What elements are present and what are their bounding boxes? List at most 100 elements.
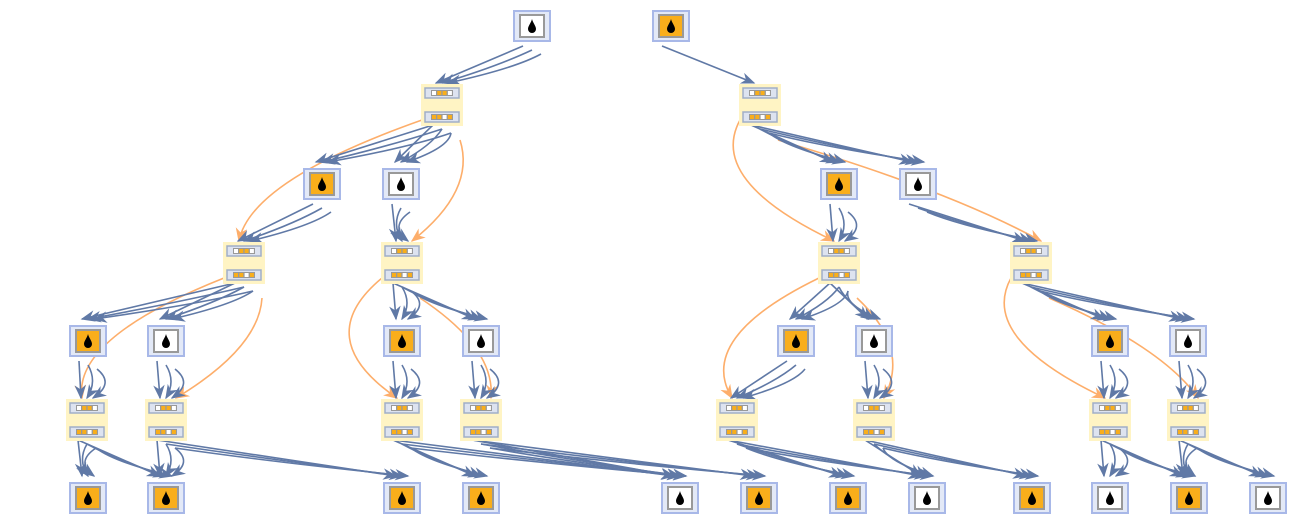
blue-edge [745,447,935,481]
orange-cell-node [383,325,421,357]
orange-cell-node [303,168,341,200]
blue-edge [1192,368,1208,399]
blue-edge [242,207,323,243]
state-node [716,399,758,441]
blue-edge [1097,439,1109,478]
blue-edge [153,360,165,400]
orange-cell-node [777,325,815,357]
orange-cell-node [462,482,500,514]
white-cell-node [908,482,946,514]
blue-edge [1181,447,1198,477]
state-node [381,242,423,284]
blue-edge [394,211,411,242]
drop-icon [1106,334,1114,348]
drop-icon [84,334,92,348]
blue-edge [165,443,178,478]
drop-icon [477,491,485,505]
orange-cell-node [652,10,690,42]
drop-icon [318,177,326,191]
drop-icon [398,491,406,505]
blue-edge [1097,360,1109,400]
blue-edge [826,203,838,243]
drop-icon [528,19,536,33]
blue-edge [745,447,856,480]
orange-edge [235,119,423,243]
blue-edge [326,132,452,166]
orange-edge [74,277,225,400]
blue-edge [401,286,414,321]
blue-edge [1187,364,1200,400]
blue-edge [882,447,935,478]
drop-icon [162,491,170,505]
blue-edge [170,447,187,477]
drop-icon [398,334,406,348]
blue-edge [440,49,533,85]
drop-icon [162,334,170,348]
blue-edge [926,211,1039,245]
blue-edge [393,124,434,164]
orange-edge [732,119,836,242]
blue-edge [170,368,186,399]
blue-edge [86,286,245,323]
orange-cell-node [1170,482,1208,514]
blue-edge [489,447,688,481]
blue-edge [468,360,480,400]
white-cell-node [147,325,185,357]
blue-edge [873,364,886,400]
blue-edge [882,447,1040,480]
blue-edge [410,290,489,322]
drop-icon [1184,334,1192,348]
blue-edge [1100,439,1185,477]
blue-edge [1109,364,1122,400]
blue-edge [434,45,524,84]
drop-icon [676,491,684,505]
blue-edge [401,364,414,400]
nodes [66,10,1287,514]
white-cell-node [382,168,420,200]
drop-icon [835,177,843,191]
drop-icon [1185,491,1193,505]
state-node [223,242,265,284]
blue-edge [1175,439,1188,478]
blue-edge [405,132,452,164]
blue-edge [91,368,107,399]
blue-edge [1196,447,1276,479]
edges [74,45,1276,481]
blue-edge [1109,443,1122,478]
orange-cell-node [383,482,421,514]
blue-edge [846,290,882,320]
blue-edge [236,203,314,242]
blue-edge [480,364,493,400]
blue-edge [861,360,873,400]
blue-edge [389,282,401,321]
blue-edge [388,203,401,243]
blue-edge [406,368,422,399]
blue-edge [248,211,332,244]
state-node [381,399,423,441]
blue-edge [788,282,831,320]
drop-icon [477,334,485,348]
white-cell-node [661,482,699,514]
drop-icon [870,334,878,348]
orange-cell-node [69,482,107,514]
orange-cell-node [820,168,858,200]
blue-edge [153,439,165,478]
state-node [853,399,895,441]
blue-edge [165,364,178,400]
blue-edge [838,207,851,243]
blue-edge [1021,282,1106,320]
blue-edge [1175,360,1187,400]
blue-edge [1114,368,1130,399]
state-node [1167,399,1209,441]
white-cell-node [1169,325,1207,357]
blue-edge [741,368,806,400]
blue-edge [92,290,254,323]
state-node [1010,242,1052,284]
orange-cell-node [69,325,107,357]
blue-edge [768,132,847,165]
blue-edge [80,282,236,322]
drop-icon [1028,491,1036,505]
state-node [739,84,781,126]
blue-edge [410,447,489,479]
blue-edge [1039,290,1118,322]
